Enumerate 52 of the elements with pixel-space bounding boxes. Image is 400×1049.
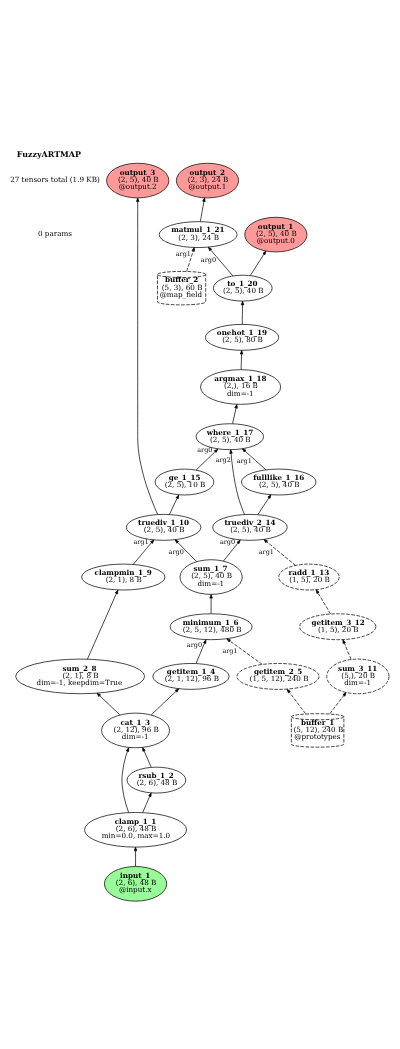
node-ellipse: sum_1_7 (2, 5), 40 B dim=-1 <box>179 558 243 595</box>
node-ellipse: output_1 (2, 5), 40 B @output.0 <box>244 216 308 252</box>
label: 0 params <box>37 228 72 238</box>
arrow <box>342 638 352 660</box>
node-ellipse: cat_1_3 (2, 12), 96 B dim=-1 <box>101 712 170 748</box>
node-ellipse: output_3 (2, 5), 40 B @output.2 <box>106 162 170 198</box>
arrow <box>286 688 306 714</box>
node-ellipse: input_1 (2, 6), 48 B @input.x <box>104 865 168 901</box>
node-ellipse: clamp_1_1 (2, 6), 48 B min=0.0, max=1.0 <box>84 811 187 847</box>
arrow <box>209 593 213 614</box>
arrow <box>150 687 180 715</box>
node-ellipse: sum_2_8 (2, 1), 8 B dim=-1, keepdim=True <box>15 658 145 694</box>
arrow <box>142 792 152 813</box>
node-ellipse: to_1_20 (2, 5), 40 B <box>213 274 273 301</box>
arrow <box>136 197 159 515</box>
arrow <box>242 447 267 470</box>
arrow <box>96 692 121 715</box>
arrow <box>87 589 119 659</box>
arrow <box>226 637 263 665</box>
arrow <box>195 638 207 664</box>
node-ellipse: getitem_3_12 (1, 5), 20 B <box>299 612 377 640</box>
node-ellipse: clampmin_1_9 (2, 1), 8 B <box>81 563 166 590</box>
node-ellipse: onehot_1_19 (2, 5), 80 B <box>205 323 280 351</box>
node-ellipse: radd_1_13 (1, 5), 20 B <box>278 563 340 590</box>
arrow <box>315 588 331 614</box>
arrow <box>249 250 267 276</box>
arrow <box>229 448 245 515</box>
arrow <box>208 246 234 276</box>
arrow <box>263 538 296 566</box>
arrow <box>142 746 152 768</box>
arrow <box>186 246 195 272</box>
node-ellipse: argmax_1_18 (2,), 16 B dim=-1 <box>200 368 282 405</box>
arrow <box>132 539 155 565</box>
node-ellipse: getitem_2_5 (1, 5, 12), 240 B <box>236 662 320 690</box>
arrow <box>174 538 197 562</box>
arrow <box>169 494 180 515</box>
node-ellipse: output_2 (2, 3), 24 B @output.1 <box>176 162 239 198</box>
arrow <box>240 300 245 325</box>
node-ellipse: rsub_1_2 (2, 6), 48 B <box>126 766 187 793</box>
arrow <box>329 691 347 714</box>
node-ellipse: matmul_1_21 (2, 3), 24 B <box>158 220 238 248</box>
node-ellipse: sum_3_11 (5,), 20 B dim=-1 <box>326 658 390 694</box>
arrow <box>257 493 272 515</box>
arrow <box>232 403 238 424</box>
arrow <box>200 197 206 222</box>
arrow <box>223 539 241 561</box>
arrow <box>239 349 244 370</box>
arrow <box>195 448 219 470</box>
arrow <box>121 746 130 813</box>
arrow <box>133 846 138 867</box>
node-ellipse: fulllike_1_16 (2, 5), 40 B <box>241 468 317 495</box>
node-ellipse: ge_1_15 (2, 5), 10 B <box>154 468 215 495</box>
